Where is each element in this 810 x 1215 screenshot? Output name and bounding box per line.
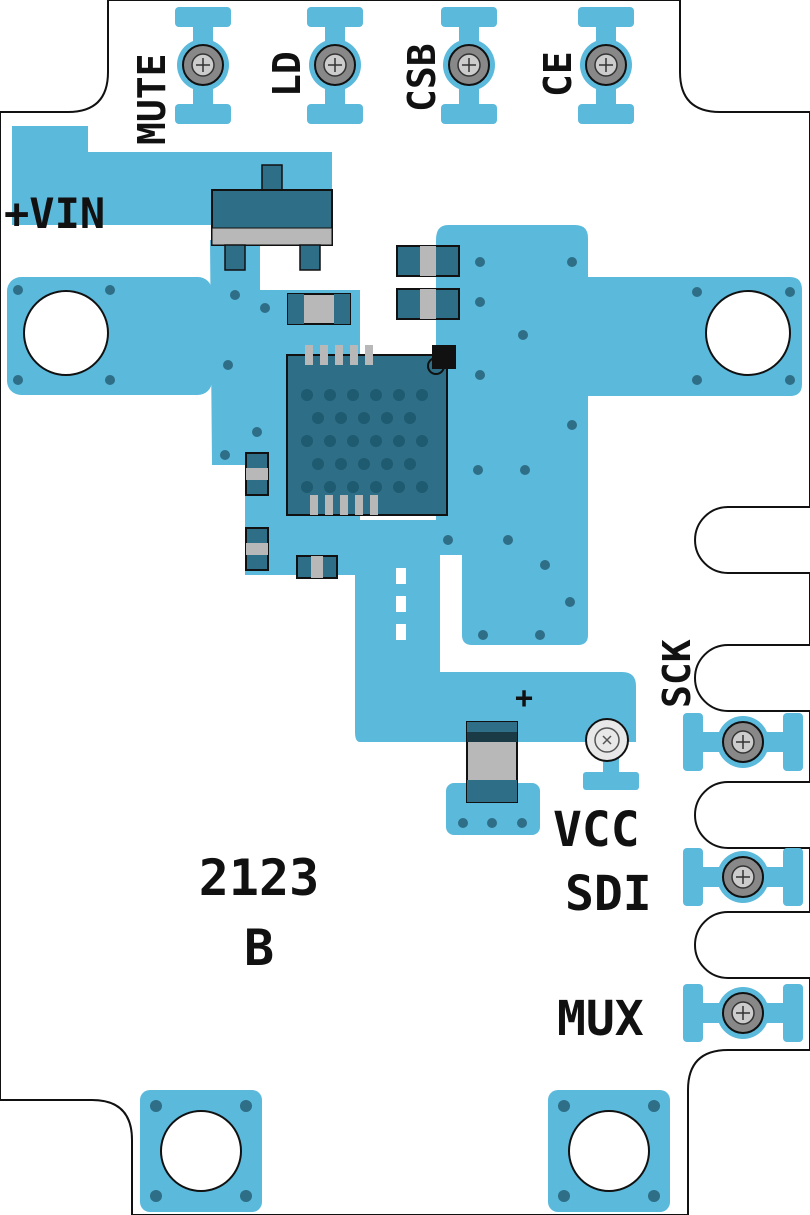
regulator-sot [211, 164, 333, 271]
center-ic [286, 345, 456, 516]
bottom-mount-right [548, 1090, 670, 1212]
passive-r1 [287, 293, 351, 325]
vcc-copper-pour [355, 520, 636, 742]
mount-hole-right [705, 290, 791, 376]
passive-c3 [245, 452, 269, 496]
label-mux: MUX [557, 991, 644, 1047]
polarity-mark: + [515, 681, 533, 716]
passive-c2 [396, 288, 460, 320]
via-field [13, 257, 795, 828]
label-sck: SCK [655, 639, 699, 708]
trace-gap-marks [396, 568, 406, 640]
header-pin-sdi[interactable] [683, 848, 803, 906]
header-pin-csb[interactable] [441, 7, 497, 124]
label-vin: +VIN [4, 189, 105, 238]
passive-c4 [245, 527, 269, 571]
mount-hole-left [23, 290, 109, 376]
label-vcc: VCC [553, 802, 640, 858]
board-part-number: 2123 [199, 849, 319, 907]
header-pin-mux[interactable] [683, 984, 803, 1042]
board-revision: B [244, 919, 274, 977]
trace-a [295, 548, 345, 558]
header-pin-ld[interactable] [307, 7, 363, 124]
label-csb: CSB [400, 43, 444, 112]
header-pin-sck[interactable] [683, 713, 803, 771]
vcc-test-point[interactable] [583, 718, 639, 790]
label-mute: MUTE [130, 53, 174, 145]
passive-c1 [396, 245, 460, 277]
label-ld: LD [265, 51, 309, 97]
header-pin-ce[interactable] [578, 7, 634, 124]
passive-c5 [296, 555, 338, 579]
label-ce: CE [536, 51, 580, 97]
bottom-mount-left [140, 1090, 262, 1212]
label-sdi: SDI [565, 866, 652, 922]
tantalum-capacitor [466, 721, 518, 803]
header-pin-mute[interactable] [175, 7, 231, 124]
